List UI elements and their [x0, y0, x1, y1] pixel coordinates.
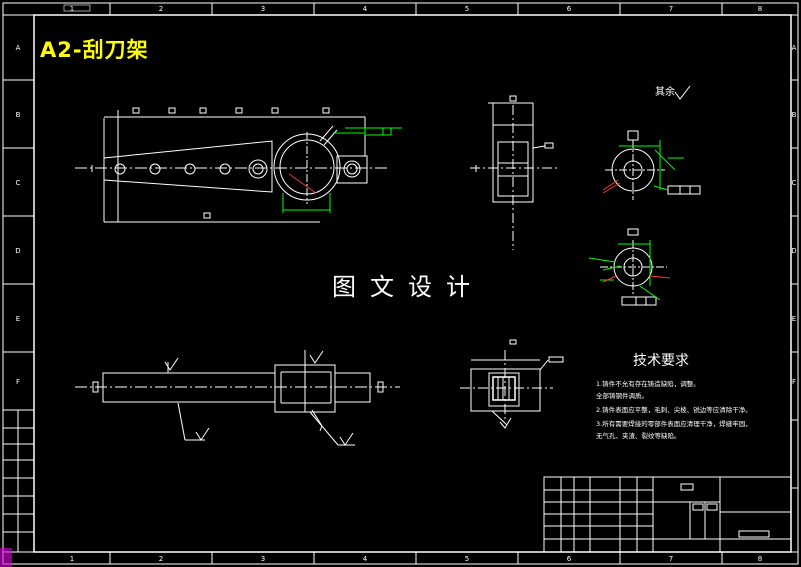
svg-text:E: E [792, 315, 796, 323]
detail-view-a [605, 130, 701, 200]
tech-note-line: 2.铸件表面应平整，毛刺、尖棱、锐边等应清除干净。 [596, 406, 752, 414]
svg-text:1: 1 [70, 5, 74, 13]
svg-text:5: 5 [465, 555, 469, 563]
svg-text:F: F [16, 378, 20, 386]
svg-text:B: B [16, 111, 21, 119]
watermark-text: 图文设计 [332, 273, 484, 301]
svg-text:C: C [16, 179, 21, 187]
detail-view-b [600, 228, 667, 306]
detail-dimensions [588, 140, 684, 301]
svg-text:4: 4 [363, 555, 368, 563]
svg-text:C: C [792, 179, 797, 187]
svg-text:A: A [16, 44, 21, 52]
svg-text:A: A [792, 44, 797, 52]
arm-front-view [75, 107, 390, 223]
svg-text:5: 5 [465, 5, 469, 13]
drawing-title: A2-刮刀架 [40, 38, 149, 62]
svg-text:2: 2 [159, 555, 163, 563]
svg-text:E: E [16, 315, 20, 323]
tech-note-line: 3.所有需要焊接的零部件表面应清理干净，焊缝牢固， [596, 420, 752, 428]
svg-text:3: 3 [261, 5, 265, 13]
tech-note-line: 1.铸件不允有存在铸造缺陷，调整。 [596, 380, 700, 388]
svg-text:7: 7 [669, 555, 673, 563]
svg-text:B: B [792, 111, 797, 119]
tech-note-line: 全部铸钢件调质。 [596, 392, 648, 400]
svg-text:1: 1 [70, 555, 74, 563]
svg-text:6: 6 [567, 555, 572, 563]
svg-text:8: 8 [758, 555, 762, 563]
tech-note-line: 无气孔、夹渣、裂纹等缺陷。 [596, 432, 681, 440]
arm-top-view [75, 350, 400, 446]
technical-requirements-title: 技术要求 [633, 353, 689, 369]
roughness-note: 其余 [655, 87, 675, 98]
arm-section-view [460, 339, 564, 429]
svg-text:2: 2 [159, 5, 163, 13]
svg-text:D: D [791, 247, 796, 255]
svg-text:D: D [15, 247, 20, 255]
svg-text:3: 3 [261, 555, 265, 563]
svg-text:4: 4 [363, 5, 368, 13]
svg-text:6: 6 [567, 5, 572, 13]
svg-text:7: 7 [669, 5, 673, 13]
svg-text:8: 8 [758, 5, 762, 13]
arm-side-view [470, 95, 560, 250]
svg-text:F: F [792, 378, 796, 386]
